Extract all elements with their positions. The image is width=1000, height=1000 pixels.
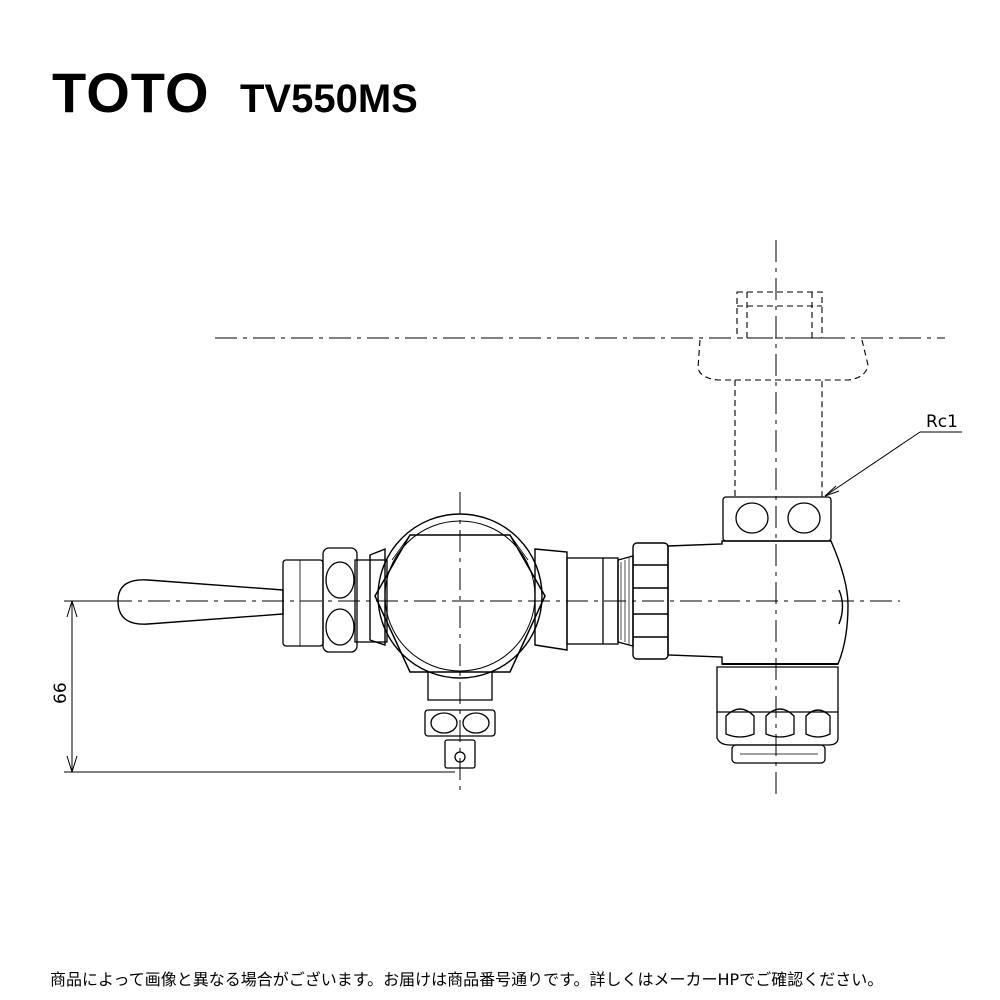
lever-nut	[282, 547, 388, 653]
top-fitting	[722, 496, 832, 542]
dimension-66	[64, 600, 455, 773]
flush-lever	[117, 579, 284, 625]
disclaimer-note: 商品によって画像と異なる場合がございます。お届けは商品番号通りです。詳しくはメー…	[50, 970, 884, 989]
valve-body	[667, 540, 849, 665]
central-valve	[369, 513, 568, 679]
rc1-label: Rc1	[926, 412, 958, 432]
product-title: TOTO TV550MS	[52, 60, 418, 124]
supply-pipe-hidden	[697, 291, 869, 497]
rc1-leader	[824, 431, 962, 497]
center-lines	[72, 240, 945, 795]
model-number: TV550MS	[239, 77, 418, 121]
dimension-label: 66	[51, 682, 71, 704]
bottom-cap	[716, 666, 839, 764]
brand-name: TOTO	[52, 61, 210, 124]
drain-stem	[424, 672, 496, 769]
